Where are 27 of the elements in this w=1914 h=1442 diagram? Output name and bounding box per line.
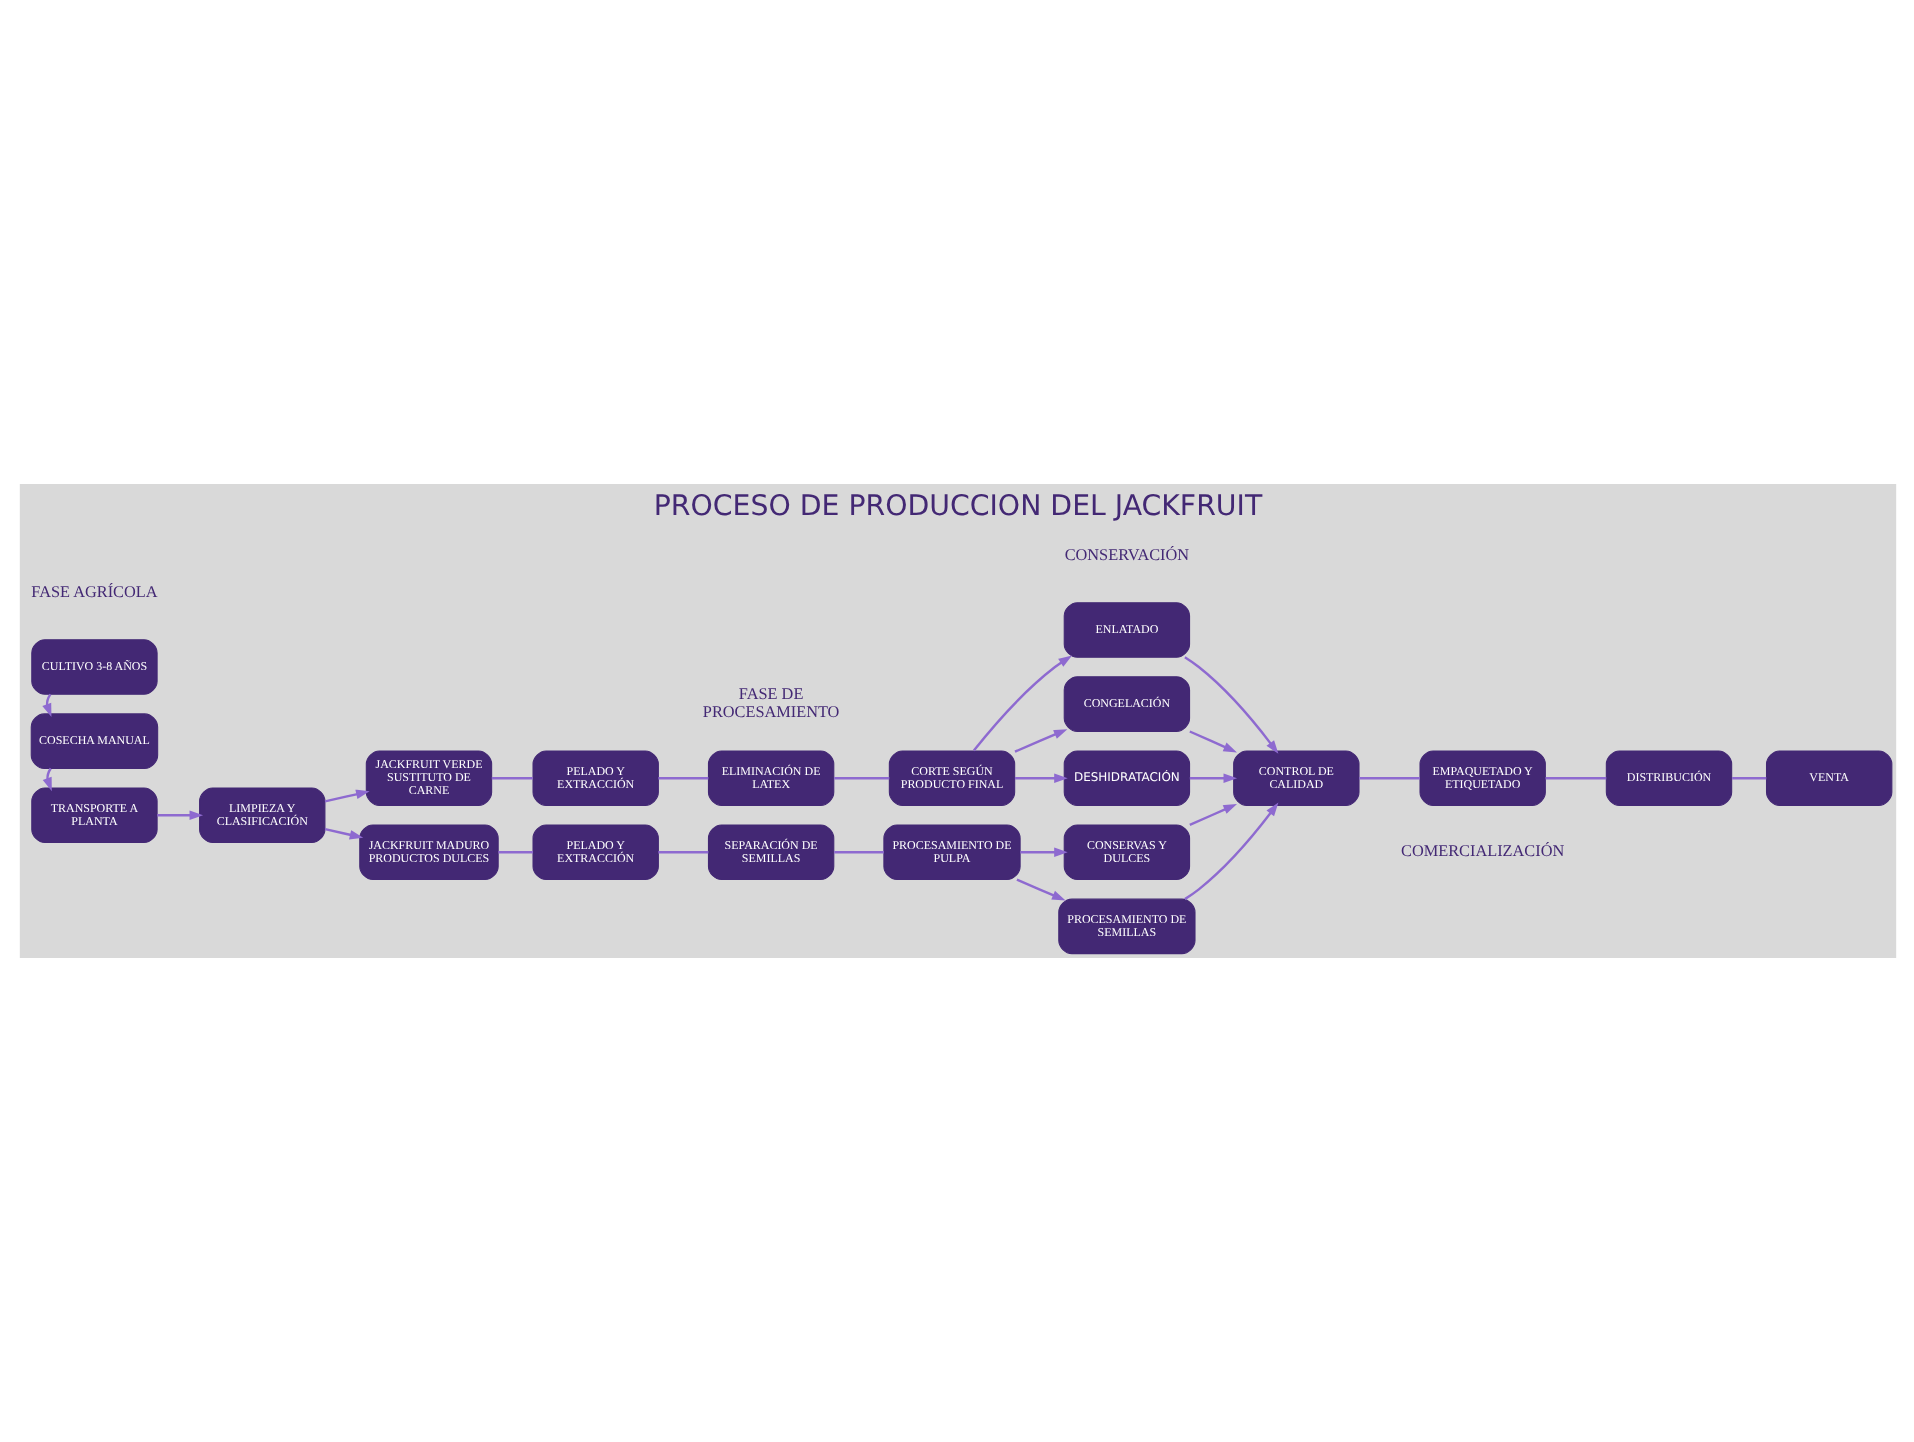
label: FASE AGRÍCOLA <box>30 582 157 601</box>
connector <box>490 777 532 780</box>
arrow <box>1019 847 1067 858</box>
connector <box>1731 777 1766 780</box>
label: FASE DE PROCESAMIENTO <box>701 684 839 722</box>
arrow <box>323 789 369 803</box>
connector <box>657 851 708 854</box>
label: COMERCIALIZACIÓN <box>1400 842 1564 861</box>
label: CONSERVACIÓN <box>1063 545 1189 564</box>
arrow <box>1188 730 1236 753</box>
arrow <box>1188 804 1236 826</box>
arrow <box>1188 773 1237 783</box>
connector <box>1544 777 1606 780</box>
arrow <box>971 655 1072 752</box>
connector <box>833 777 889 780</box>
arrow <box>156 810 203 820</box>
connector <box>497 851 533 854</box>
diagram-title: PROCESO DE PRODUCCION DEL JACKFRUIT <box>652 491 1262 524</box>
arrow <box>1183 802 1278 901</box>
arrow <box>1183 656 1278 754</box>
connector <box>1358 777 1419 780</box>
connector <box>833 851 883 854</box>
arrow <box>323 828 363 840</box>
arrow <box>1015 878 1065 901</box>
arrow <box>1013 729 1067 753</box>
connector <box>657 777 708 780</box>
arrow <box>1013 773 1067 783</box>
